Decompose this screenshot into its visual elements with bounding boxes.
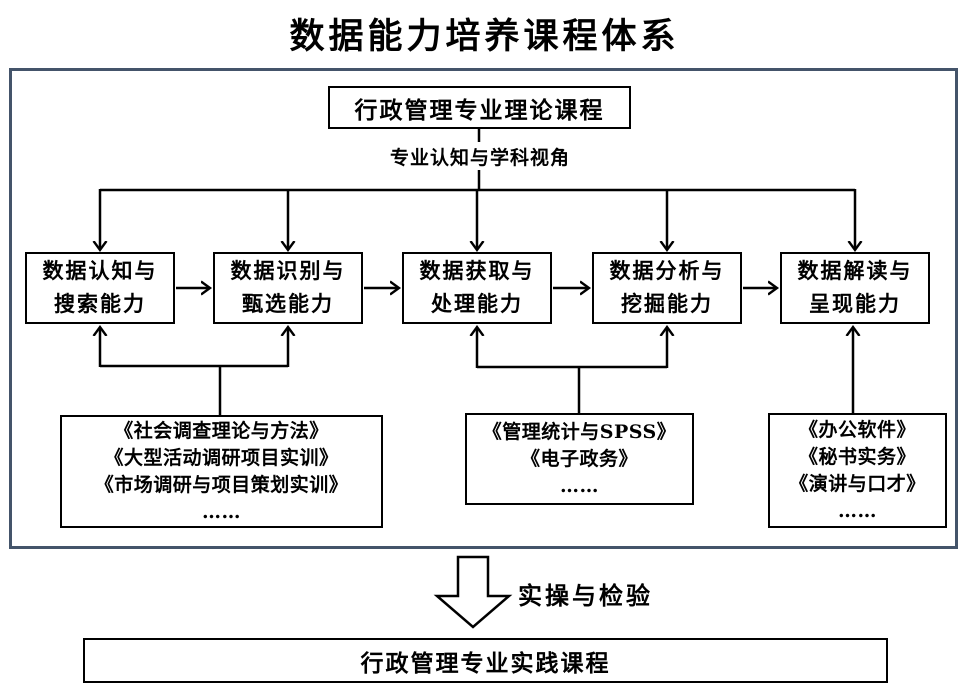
course-group-stats: 《管理统计与SPSS》 《电子政务》 …… (465, 413, 694, 505)
course-group-survey: 《社会调查理论与方法》 《大型活动调研项目实训》 《市场调研与项目策划实训》 …… (60, 415, 383, 528)
theory-course-label: 行政管理专业理论课程 (354, 96, 605, 124)
course-system-frame (9, 68, 958, 549)
ability-box-process: 数据获取与 处理能力 (402, 252, 552, 324)
ability-box-present: 数据解读与 呈现能力 (780, 252, 930, 324)
ability-box-select: 数据识别与 甄选能力 (213, 252, 363, 324)
practice-course-box: 行政管理专业实践课程 (83, 638, 888, 683)
bridge-label: 专业认知与学科视角 (377, 142, 583, 170)
theory-course-box: 行政管理专业理论课程 (328, 86, 631, 129)
diagram-title: 数据能力培养课程体系 (289, 16, 680, 57)
ability-box-search: 数据认知与 搜索能力 (25, 252, 175, 324)
course-group-office: 《办公软件》 《秘书实务》 《演讲与口才》 …… (768, 413, 947, 528)
ability-box-mine: 数据分析与 挖掘能力 (592, 252, 742, 324)
practice-course-label: 行政管理专业实践课程 (360, 649, 611, 677)
transition-label: 实操与检验 (518, 581, 653, 610)
down-block-arrow (433, 555, 513, 629)
